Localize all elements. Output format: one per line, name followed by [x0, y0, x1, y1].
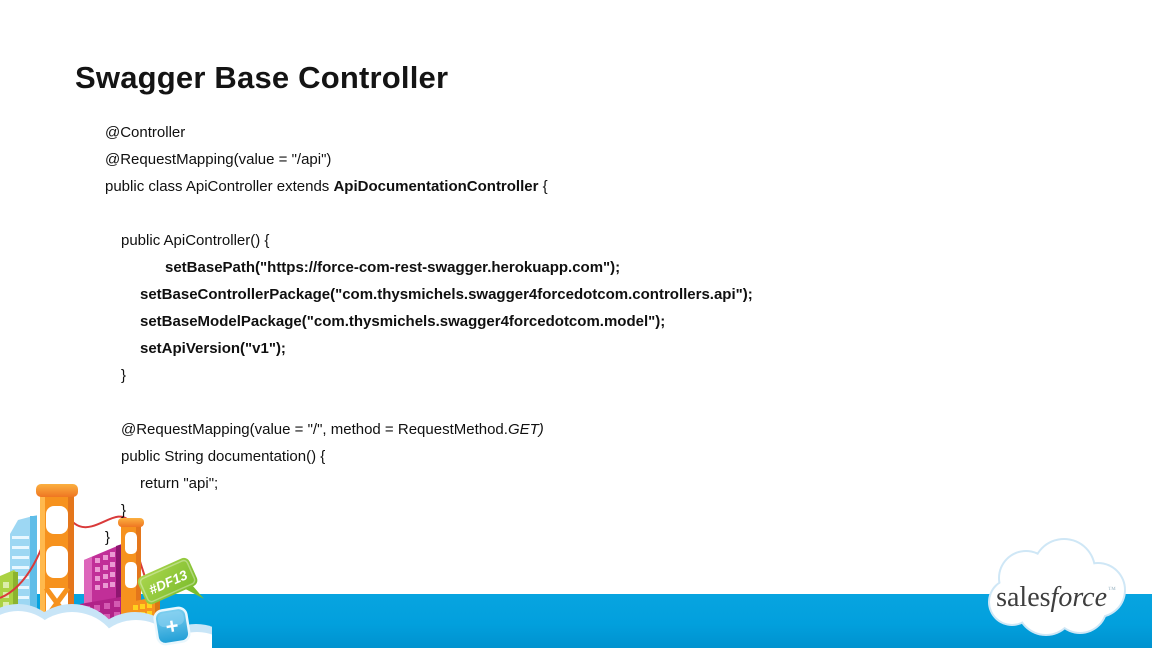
code-blank-line	[105, 200, 753, 227]
code-line: setBaseControllerPackage("com.thysmichel…	[105, 281, 753, 308]
code-segment: @RequestMapping(value = "/api")	[105, 151, 332, 168]
logo-text-sales: sales	[996, 582, 1050, 613]
plus-icon: +	[164, 613, 181, 640]
code-line: public class ApiController extends ApiDo…	[105, 173, 753, 200]
salesforce-wordmark: salesforce™	[996, 582, 1116, 613]
code-blank-line	[105, 389, 753, 416]
code-segment: setBaseModelPackage("com.thysmichels.swa…	[140, 313, 666, 330]
code-segment: @Controller	[105, 124, 186, 141]
code-segment: public ApiController() {	[121, 232, 270, 249]
code-line: }	[105, 497, 753, 524]
code-segment: GET)	[507, 421, 544, 438]
code-line: @RequestMapping(value = "/", method = Re…	[105, 416, 753, 443]
code-line: public ApiController() {	[105, 227, 753, 254]
salesforce-cloud-shape	[988, 538, 1126, 636]
code-line: public String documentation() {	[105, 443, 753, 470]
code-line: @RequestMapping(value = "/api")	[105, 146, 753, 173]
code-segment: {	[538, 178, 548, 195]
code-segment: @RequestMapping(value = "/", method = Re…	[121, 421, 508, 438]
cityscape-illustration: #DF13 +	[0, 484, 212, 648]
code-line: @Controller	[105, 119, 753, 146]
plus-button[interactable]: +	[153, 606, 191, 646]
code-line: setBasePath("https://force-com-rest-swag…	[105, 254, 753, 281]
code-segment: setApiVersion("v1");	[140, 340, 286, 357]
code-line: }	[105, 524, 753, 551]
code-segment: setBasePath("https://force-com-rest-swag…	[165, 259, 621, 276]
code-line: setBaseModelPackage("com.thysmichels.swa…	[105, 308, 753, 335]
code-segment: }	[105, 529, 111, 546]
code-line: setApiVersion("v1");	[105, 335, 753, 362]
code-segment: public class ApiController extends	[105, 178, 334, 195]
code-segment: ApiDocumentationController	[333, 178, 539, 195]
code-segment: }	[121, 367, 127, 384]
salesforce-logo: salesforce™	[988, 538, 1126, 636]
code-line: }	[105, 362, 753, 389]
logo-text-force: force	[1051, 582, 1108, 613]
code-block: @Controller @RequestMapping(value = "/api…	[105, 119, 753, 551]
code-segment: return "api";	[140, 475, 219, 492]
code-segment: }	[121, 502, 127, 519]
code-segment: public String documentation() {	[121, 448, 326, 465]
slide-title: Swagger Base Controller	[75, 60, 449, 95]
code-segment: setBaseControllerPackage("com.thysmichel…	[140, 286, 753, 303]
code-line: return "api";	[105, 470, 753, 497]
trademark-symbol: ™	[1108, 585, 1116, 594]
